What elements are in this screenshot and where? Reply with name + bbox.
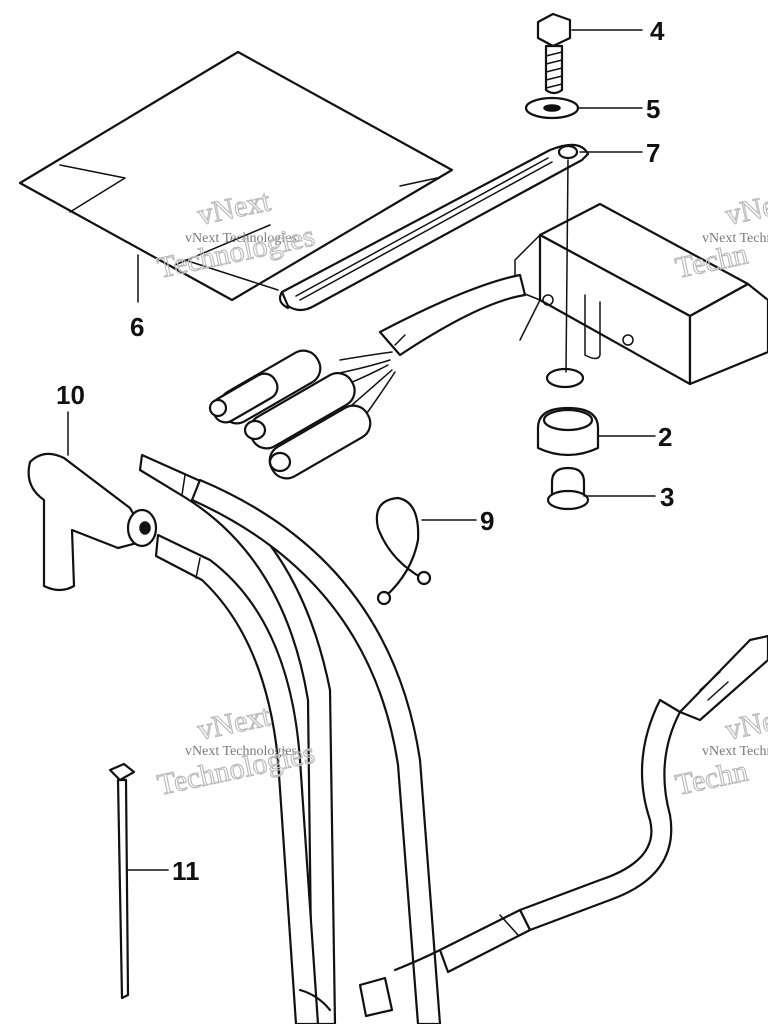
watermark-word: Techn [673,754,751,801]
part-number-3: 3 [660,482,674,512]
collar [548,468,588,509]
grommet [538,408,598,455]
wiring-harness [208,275,525,484]
cable-tie [110,764,134,998]
wire-clamp [377,498,430,604]
part-number-2: 2 [658,422,672,452]
watermark-text: vNext Technologies [702,744,768,759]
part-number-9: 9 [480,506,494,536]
part-number-10: 10 [56,380,85,410]
high-tension-lead [156,535,318,1024]
holder-strap [280,145,588,310]
bullet-connector [244,367,361,454]
leader-lines [68,30,655,870]
part-number-5: 5 [646,94,660,124]
cdi-unit [515,204,768,387]
part-number-4: 4 [650,16,665,46]
watermark-word: Techn [673,237,751,284]
part-number-11: 11 [172,856,200,886]
decal-sheet [20,52,452,302]
watermark-text: vNext Technologies [185,231,297,246]
part-number-7: 7 [646,138,660,168]
bullet-connector [264,400,376,484]
watermark-text: vNext Technologies [185,744,297,759]
bolt [538,14,570,93]
washer [526,98,578,118]
watermark-text: vNext Technologies [702,231,768,246]
lower-wire-loom [300,636,768,1016]
plug-cap [29,454,156,590]
bullet-connector [208,369,282,427]
part-number-6: 6 [130,312,144,342]
watermark-word: vNe [723,189,768,232]
high-tension-lead [192,480,440,1024]
watermark-word: vNext [195,699,274,747]
watermark-word: vNe [723,704,768,747]
